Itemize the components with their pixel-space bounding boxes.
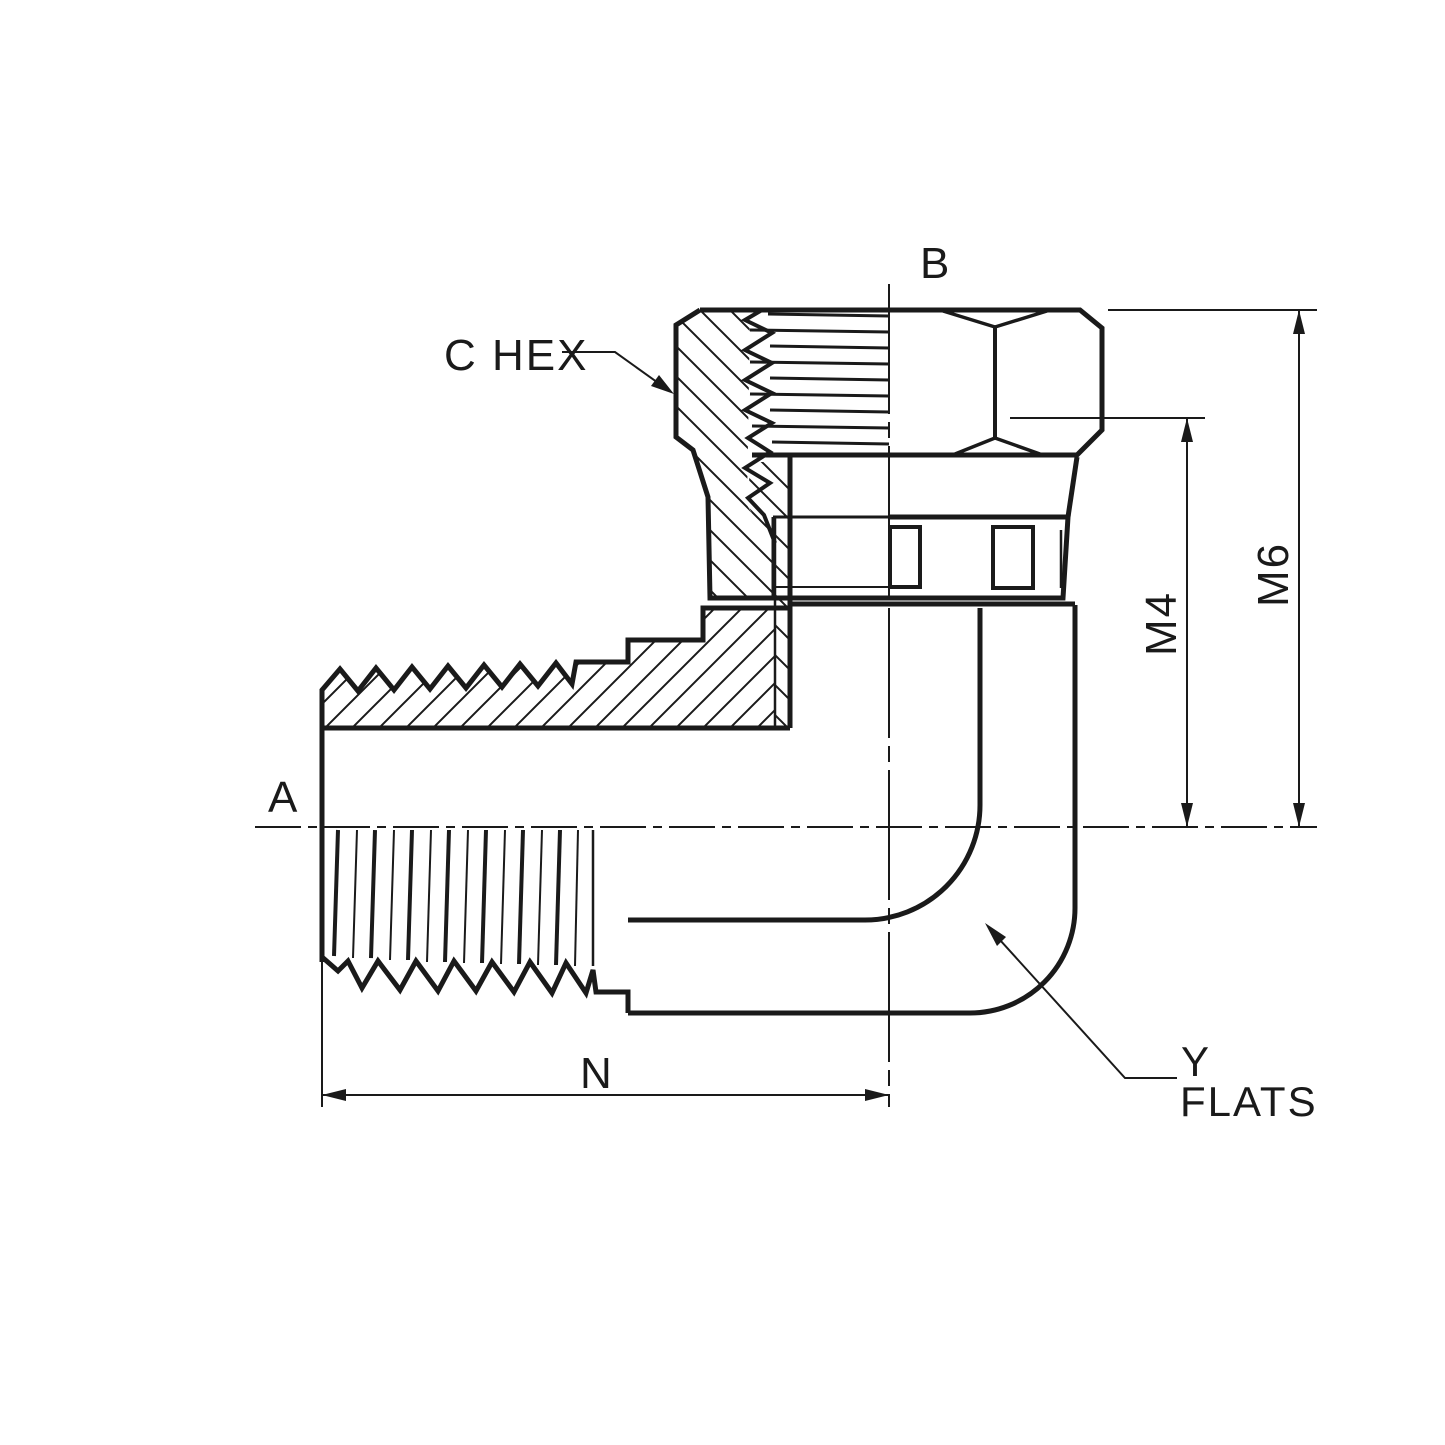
section-hatching: [322, 310, 790, 728]
dimensions: [321, 309, 1317, 1107]
leader-c-hex: [562, 351, 674, 394]
hex-chamfer-lines: [942, 309, 1048, 456]
elbow-body: [628, 455, 1078, 1016]
label-n: N: [580, 1049, 614, 1098]
male-thread-external-outline: [320, 955, 631, 1013]
centerlines: [255, 284, 1317, 1107]
swivel-collar: [710, 514, 1071, 601]
dim-m4: [1010, 417, 1205, 827]
labels: A B C HEX N M4 M6 Y FLATS: [268, 239, 1318, 1125]
nut-skirt-right-edge: [1065, 456, 1080, 518]
label-b: B: [920, 239, 951, 288]
body-hatch-area: [322, 608, 775, 728]
nut-internal-thread-profile: [740, 308, 777, 544]
male-thread-crest-lines: [332, 829, 595, 967]
nut-thread-crest-lines: [749, 312, 890, 446]
label-m4: M4: [1137, 591, 1186, 656]
hex-outline: [700, 307, 1105, 458]
collar-flat-window-2: [991, 525, 1035, 590]
male-thread-section-outline: [319, 605, 790, 962]
dim-n: [321, 962, 889, 1107]
dim-m6: [1108, 309, 1317, 827]
leader-y-flats: [985, 923, 1177, 1079]
collar-left-lines: [710, 515, 889, 601]
label-m6: M6: [1249, 542, 1298, 607]
nut-hatch-area: [676, 310, 775, 598]
elbow-bore-outline: [628, 608, 983, 923]
elbow-outer-outline: [628, 605, 1078, 1016]
label-c-hex: C HEX: [444, 331, 588, 380]
collar-outline: [889, 514, 1071, 601]
label-y: Y: [1181, 1038, 1211, 1085]
tube-hatch-area: [748, 462, 790, 728]
male-pipe-thread: [319, 605, 790, 1013]
label-flats: FLATS: [1180, 1078, 1318, 1125]
collar-flat-window-1: [888, 525, 922, 589]
label-a: A: [268, 773, 299, 822]
